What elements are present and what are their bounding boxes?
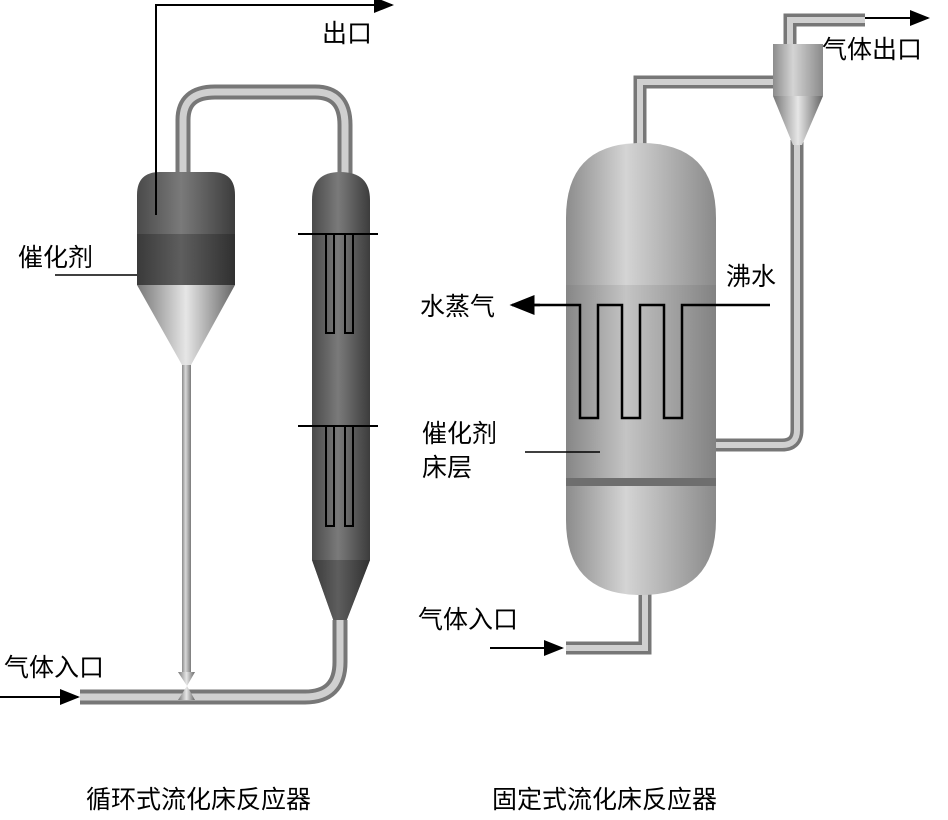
cyclone-body — [773, 44, 823, 96]
outlet-arrow — [155, 0, 394, 215]
fixed-reactor: 气体出口 沸水 水蒸气 催化剂 床层 气体入口 固定式流化床反应器 — [418, 10, 930, 814]
cyclone-inlet-pipe — [633, 75, 775, 150]
catalyst-bed-label-2: 床层 — [422, 453, 472, 482]
boiling-water-label: 沸水 — [726, 262, 776, 291]
riser-coil-upper — [298, 233, 378, 334]
nozzle — [178, 672, 195, 700]
circulating-reactor: 出口 催化剂 气体入口 循环式流化床反应器 — [0, 0, 394, 814]
standpipe — [182, 360, 191, 672]
separator-cone — [137, 285, 235, 365]
cyclone-cone — [773, 96, 823, 145]
catalyst-bed-label-1: 催化剂 — [422, 419, 497, 448]
gas-inlet-label: 气体入口 — [418, 605, 518, 634]
dip-leg-pipe — [712, 140, 804, 452]
riser-column — [312, 172, 370, 622]
right-caption: 固定式流化床反应器 — [492, 785, 717, 814]
cooling-coil — [520, 303, 770, 420]
catalyst-label: 催化剂 — [18, 243, 93, 272]
gas-inlet-label: 气体入口 — [4, 653, 104, 682]
bottom-feed-pipe — [80, 620, 348, 705]
outlet-label: 出口 — [322, 19, 372, 48]
left-caption: 循环式流化床反应器 — [86, 785, 311, 814]
steam-label: 水蒸气 — [420, 292, 495, 321]
riser-coil-lower — [298, 425, 378, 527]
gas-outlet-label: 气体出口 — [822, 35, 922, 64]
